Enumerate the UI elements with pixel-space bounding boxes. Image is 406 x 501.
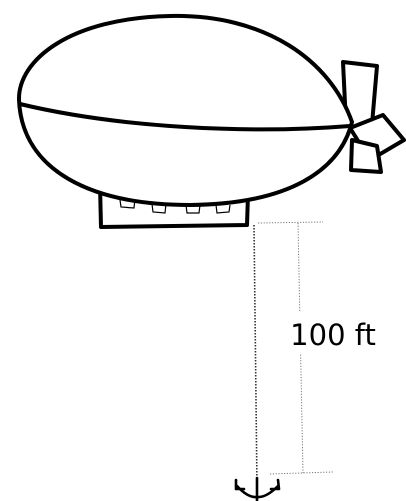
dimension-bottom-tick xyxy=(269,471,334,475)
label-background xyxy=(276,312,392,354)
anchor-icon xyxy=(234,476,281,501)
gondola-window xyxy=(215,204,231,214)
gondola-window xyxy=(151,203,167,214)
blimp-icon xyxy=(16,13,354,207)
tether-rope xyxy=(253,224,258,488)
height-label: 100 ft xyxy=(290,318,376,352)
height-dimension: 100 ft xyxy=(257,221,392,475)
dimension-line xyxy=(297,222,304,474)
dimension-top-tick xyxy=(257,221,324,224)
gondola-window xyxy=(185,204,201,214)
